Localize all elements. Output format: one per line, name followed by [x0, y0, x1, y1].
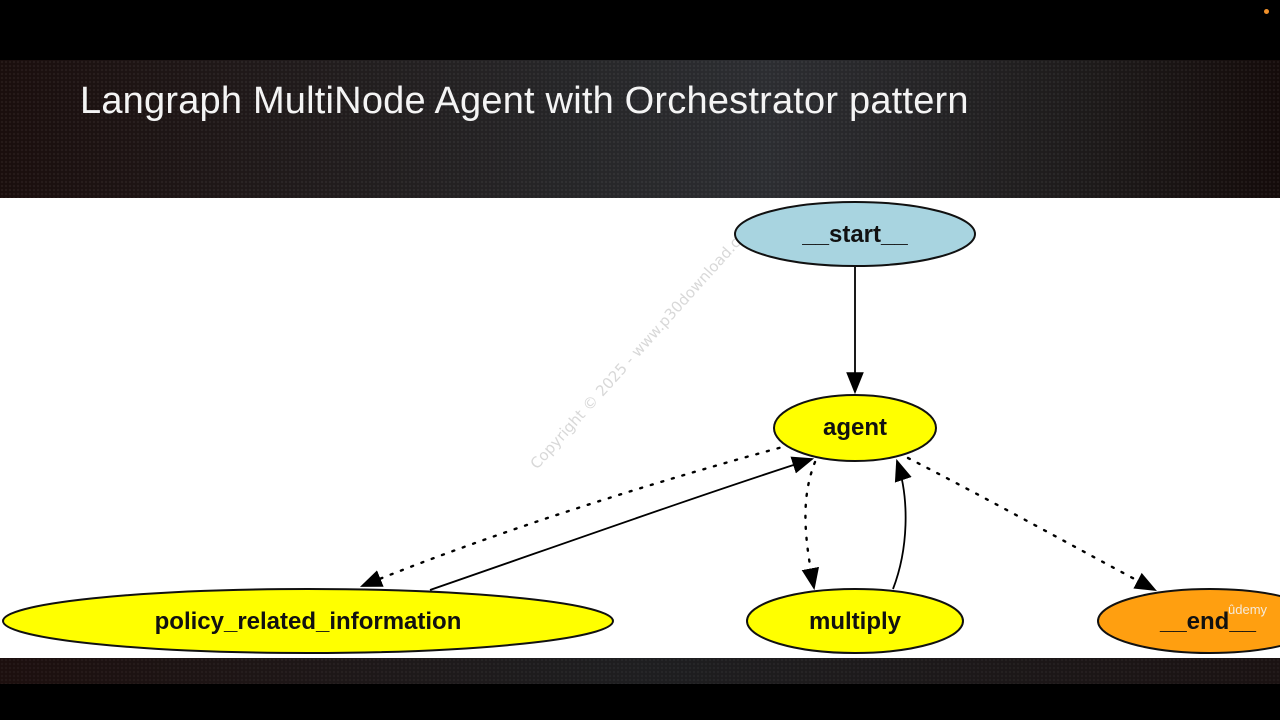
graph-diagram: Copyright © 2025 - www.p30download.com _… — [0, 198, 1280, 658]
node-policy-label: policy_related_information — [155, 608, 462, 635]
slide-title: Langraph MultiNode Agent with Orchestrat… — [80, 80, 969, 122]
slide-footer — [0, 658, 1280, 684]
node-multiply-label: multiply — [809, 608, 902, 635]
edge-agent-to-policy — [359, 443, 792, 588]
udemy-brand-logo: ûdemy — [1228, 602, 1268, 617]
node-start-label: __start__ — [801, 221, 908, 248]
edge-agent-to-end — [906, 456, 1157, 592]
edge-agent-to-multiply — [801, 460, 820, 591]
node-agent-label: agent — [823, 414, 887, 441]
top-bar — [0, 0, 1280, 60]
bottom-bar — [0, 684, 1280, 720]
edge-policy-to-agent — [429, 456, 815, 591]
node-agent[interactable]: agent — [773, 394, 937, 462]
node-end[interactable]: __end__ — [1097, 588, 1280, 654]
edge-multiply-to-agent — [892, 458, 912, 590]
recording-dot-icon — [1264, 9, 1269, 14]
node-multiply[interactable]: multiply — [746, 588, 964, 654]
slide-header — [0, 60, 1280, 198]
node-policy-related-information[interactable]: policy_related_information — [2, 588, 614, 654]
graph-svg: Copyright © 2025 - www.p30download.com _… — [2, 201, 1280, 654]
watermark-text: Copyright © 2025 - www.p30download.com — [527, 216, 761, 473]
node-start[interactable]: __start__ — [734, 201, 976, 267]
node-end-label: __end__ — [1159, 608, 1257, 635]
